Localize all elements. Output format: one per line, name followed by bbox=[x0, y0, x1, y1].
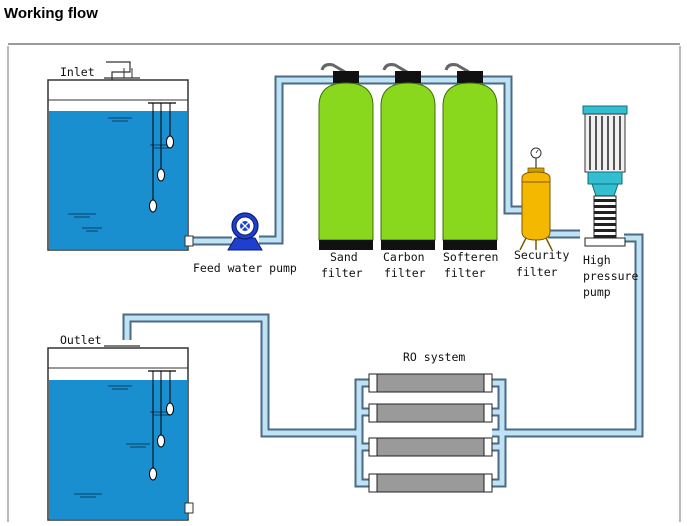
carbon-filter-label-line1: Carbon bbox=[383, 250, 425, 264]
ro-membrane bbox=[368, 403, 493, 423]
security-filter bbox=[519, 147, 553, 251]
hp-pump-label-line1: High bbox=[583, 253, 611, 267]
sand-filter-label-line1: Sand bbox=[330, 250, 358, 264]
feed-pump-label: Feed water pump bbox=[193, 261, 297, 275]
hp-pump-label-line3: pump bbox=[583, 285, 611, 299]
security-filter-label-line2: filter bbox=[516, 265, 558, 279]
outlet-float-switch bbox=[148, 370, 176, 481]
inlet-tank bbox=[47, 61, 194, 251]
ro-membrane-array bbox=[368, 373, 493, 493]
outlet-label: Outlet bbox=[60, 333, 102, 347]
ro-membrane bbox=[368, 437, 493, 457]
pipe-network bbox=[122, 75, 644, 488]
carbon-filter-label-line2: filter bbox=[384, 266, 426, 280]
softener-filter-label-line2: filter bbox=[444, 266, 486, 280]
feed-water-pump bbox=[227, 212, 263, 251]
sand-filter bbox=[318, 63, 374, 250]
softener-filter bbox=[442, 63, 498, 250]
softener-filter-label-line1: Softeren bbox=[443, 250, 498, 264]
inlet-label: Inlet bbox=[60, 65, 95, 79]
inlet-float-switch bbox=[148, 102, 176, 213]
ro-membrane bbox=[368, 373, 493, 393]
sand-filter-label-line2: filter bbox=[321, 266, 363, 280]
high-pressure-pump bbox=[582, 105, 628, 247]
hp-pump-label-line2: pressure bbox=[583, 269, 638, 283]
carbon-filter bbox=[380, 63, 436, 250]
outlet-tank bbox=[47, 345, 194, 521]
inlet-pipe bbox=[106, 61, 131, 80]
security-filter-label-line1: Security bbox=[514, 248, 569, 262]
page-title: Working flow bbox=[4, 5, 98, 22]
title-divider bbox=[8, 43, 680, 45]
ro-membrane bbox=[368, 473, 493, 493]
ro-system-label: RO system bbox=[403, 350, 465, 364]
